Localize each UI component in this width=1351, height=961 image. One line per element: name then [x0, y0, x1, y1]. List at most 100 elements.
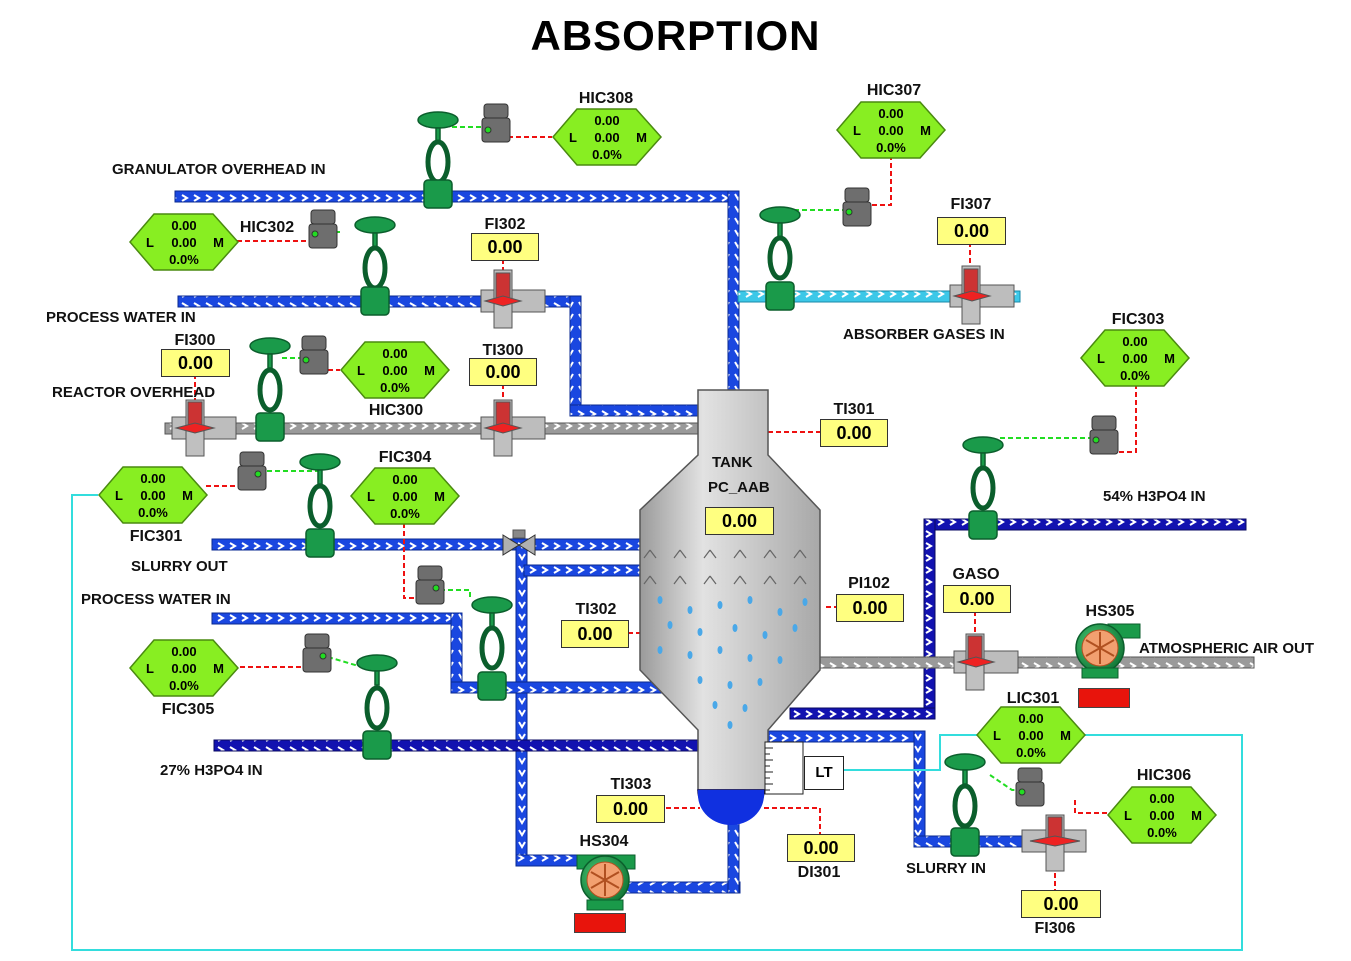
tag-ti300: TI300: [482, 342, 524, 359]
label-atmospheric-air-out: ATMOSPHERIC AIR OUT: [1139, 640, 1314, 657]
label-slurry-in: SLURRY IN: [906, 860, 987, 877]
positioner-icon: [1015, 767, 1045, 807]
display-fi306[interactable]: 0.00: [1021, 890, 1101, 918]
tag-ti302: TI302: [575, 601, 617, 618]
mode-indicator: M: [182, 488, 193, 503]
manual-valve-icon: [502, 529, 536, 556]
display-pi102[interactable]: 0.00: [836, 594, 904, 622]
faceplate-hic306: [1107, 786, 1218, 844]
valve-lic301-icon: [944, 753, 986, 857]
tag-hs305: HS305: [1085, 603, 1135, 620]
mode-indicator: M: [213, 235, 224, 250]
positioner-icon: [302, 633, 332, 673]
faceplate-lic301-values: 0.00 L 0.00 M 0.0%: [977, 707, 1085, 765]
positioner-icon: [237, 451, 267, 491]
display-fi302[interactable]: 0.00: [471, 233, 539, 261]
hs304-status-button[interactable]: [574, 913, 626, 933]
faceplate-fic301-values: 0.00 L 0.00 M 0.0%: [99, 467, 207, 525]
display-gaso[interactable]: 0.00: [943, 585, 1011, 613]
valve-hic302-icon: [354, 216, 396, 316]
faceplate-hic306-values: 0.00 L 0.00 M 0.0%: [1108, 787, 1216, 845]
mode-indicator: M: [1060, 728, 1071, 743]
output: 0.0%: [138, 505, 168, 520]
mode-indicator: M: [213, 661, 224, 676]
display-ti301[interactable]: 0.00: [820, 419, 888, 447]
local-indicator: L: [146, 661, 154, 676]
display-fi300[interactable]: 0.00: [161, 349, 230, 377]
setpoint: 0.00: [1018, 711, 1044, 726]
local-indicator: L: [146, 235, 154, 250]
positioners: [237, 103, 1119, 807]
positioner-icon: [1089, 415, 1119, 455]
pump-hs304-icon[interactable]: [576, 854, 636, 911]
tank-value-display[interactable]: 0.00: [705, 507, 774, 535]
valve-fic301-icon: [299, 453, 341, 558]
process-value: 0.00: [140, 488, 166, 503]
process-value: 0.00: [171, 661, 197, 676]
local-indicator: L: [993, 728, 1001, 743]
faceplates[interactable]: [98, 101, 1218, 844]
absorber-tank[interactable]: [639, 389, 821, 825]
local-indicator: L: [853, 123, 861, 138]
tank-tag: PC_AAB: [708, 479, 770, 496]
setpoint: 0.00: [1149, 791, 1175, 806]
local-indicator: L: [115, 488, 123, 503]
setpoint: 0.00: [171, 644, 197, 659]
mode-indicator: M: [1164, 351, 1175, 366]
pump-hs305-icon[interactable]: [1075, 623, 1141, 679]
tag-hic302: HIC302: [239, 219, 295, 236]
tag-pi102: PI102: [848, 575, 890, 592]
output: 0.0%: [1147, 825, 1177, 840]
label-granulator-overhead: GRANULATOR OVERHEAD IN: [112, 161, 326, 178]
tag-fi300: FI300: [174, 332, 216, 349]
setpoint: 0.00: [1122, 334, 1148, 349]
display-ti300[interactable]: 0.00: [469, 358, 537, 386]
display-fi307[interactable]: 0.00: [937, 217, 1006, 245]
tag-fic301: FIC301: [129, 528, 183, 545]
label-process-water-2: PROCESS WATER IN: [81, 591, 231, 608]
process-value: 0.00: [594, 130, 620, 145]
flow-element-icon: [953, 633, 1019, 691]
valve-fic305-icon: [356, 654, 398, 760]
tag-fic305: FIC305: [161, 701, 215, 718]
local-indicator: L: [367, 489, 375, 504]
tag-fi302: FI302: [484, 216, 526, 233]
faceplate-hic308-values: 0.00 L 0.00 M 0.0%: [553, 109, 661, 167]
valve-hic307-icon: [759, 206, 801, 311]
output: 0.0%: [1120, 368, 1150, 383]
faceplate-lic301: [976, 706, 1087, 764]
tank-name: TANK: [712, 454, 753, 471]
process-value: 0.00: [1149, 808, 1175, 823]
mode-indicator: M: [636, 130, 647, 145]
output: 0.0%: [380, 380, 410, 395]
process-value: 0.00: [1018, 728, 1044, 743]
process-value: 0.00: [382, 363, 408, 378]
tag-ti303: TI303: [610, 776, 652, 793]
setpoint: 0.00: [392, 472, 418, 487]
faceplate-hic302-values: 0.00 L 0.00 M 0.0%: [130, 214, 238, 272]
output: 0.0%: [592, 147, 622, 162]
label-process-water-1: PROCESS WATER IN: [46, 309, 196, 326]
control-valves[interactable]: [249, 111, 1004, 857]
faceplate-fic304: [350, 467, 461, 525]
level-transmitter[interactable]: LT: [804, 756, 844, 790]
display-di301[interactable]: 0.00: [787, 834, 855, 862]
mode-indicator: M: [434, 489, 445, 504]
display-ti302[interactable]: 0.00: [561, 620, 629, 648]
output: 0.0%: [1016, 745, 1046, 760]
faceplate-fic303: [1080, 329, 1191, 387]
tag-hic308: HIC308: [578, 90, 634, 107]
output: 0.0%: [876, 140, 906, 155]
positioner-icon: [415, 565, 445, 605]
tag-hic307: HIC307: [866, 82, 922, 99]
hs305-status-button[interactable]: [1078, 688, 1130, 708]
label-h3po4-54: 54% H3PO4 IN: [1103, 488, 1206, 505]
positioner-icon: [481, 103, 511, 143]
output: 0.0%: [169, 678, 199, 693]
process-value: 0.00: [171, 235, 197, 250]
label-absorber-gases: ABSORBER GASES IN: [843, 326, 1005, 343]
tag-ti301: TI301: [833, 401, 875, 418]
display-ti303[interactable]: 0.00: [596, 795, 665, 823]
tag-hic300: HIC300: [368, 402, 424, 419]
